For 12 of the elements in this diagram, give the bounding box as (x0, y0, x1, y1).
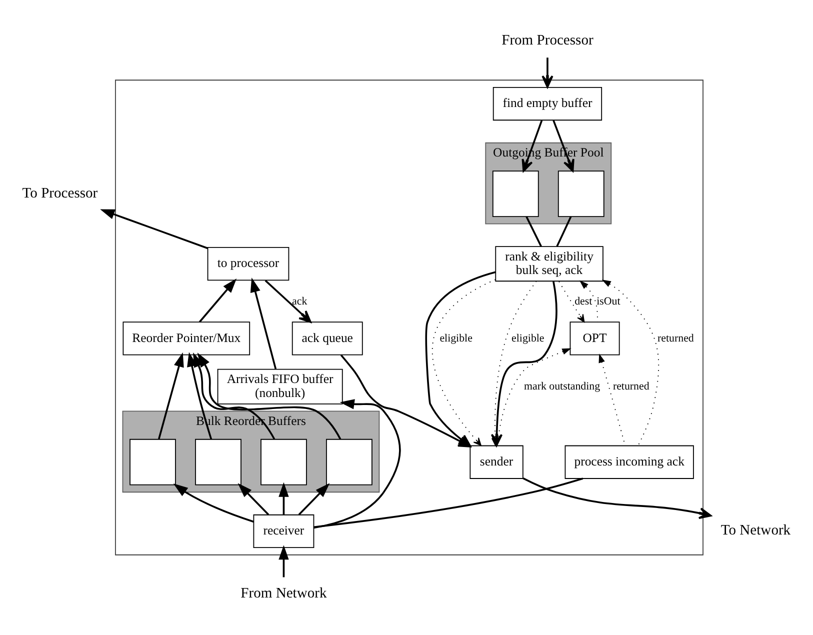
node-text: From Network (240, 585, 327, 602)
node-text: To Network (720, 522, 791, 539)
edge-label: eligible (440, 332, 472, 344)
edge-label: eligible (512, 332, 544, 344)
node-text: From Processor (502, 32, 594, 48)
edge-label: dest (574, 295, 592, 308)
edge-label: isOut (596, 295, 620, 308)
edge-label: returned (658, 332, 694, 344)
node-text: To Processor (22, 185, 98, 202)
edge-label: ack (292, 295, 308, 308)
edge-label: returned (612, 380, 650, 392)
edge-label: mark outstanding (524, 380, 600, 392)
